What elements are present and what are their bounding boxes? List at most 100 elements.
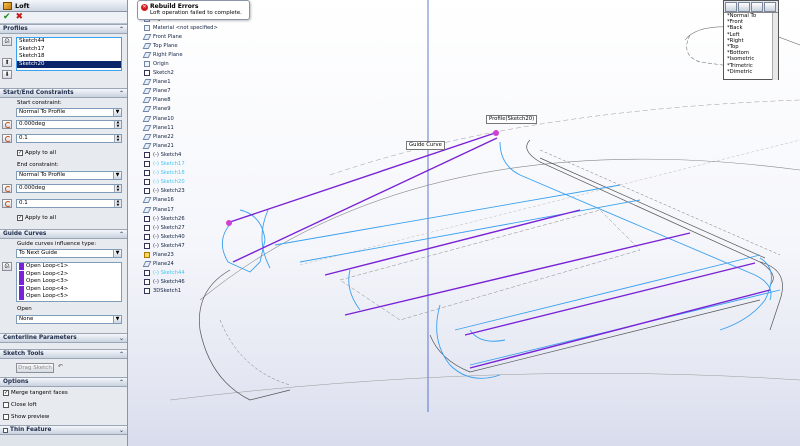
profile-list-item[interactable]: Sketch18	[19, 53, 45, 59]
tree-item[interactable]: (-) Sketch18	[144, 169, 254, 178]
tree-item[interactable]: Material <not specified>	[144, 23, 254, 32]
tree-item[interactable]: Plane7	[142, 87, 254, 96]
start-angle-field[interactable]: 0.000deg▲▼	[16, 120, 122, 129]
new-view-icon[interactable]	[738, 2, 750, 12]
group-start-end-header[interactable]: Start/End Constraints⌃	[0, 88, 127, 98]
group-options-header[interactable]: Options⌃	[0, 377, 127, 387]
move-up-button[interactable]: ⬆	[2, 58, 12, 67]
tree-item[interactable]: (-) Sketch20	[144, 178, 254, 187]
guide-list-item[interactable]: Open Loop<1>	[17, 263, 121, 271]
group-thin-feature-header[interactable]: Thin Feature⌄	[0, 425, 127, 435]
tree-item[interactable]: Plane22	[142, 132, 254, 141]
view-item[interactable]: *Dimetric	[727, 68, 753, 75]
cancel-button[interactable]: ✖	[15, 12, 24, 22]
spinner-icon[interactable]: ▲▼	[114, 120, 121, 128]
view-item[interactable]: *Isometric	[727, 56, 755, 63]
view-item[interactable]: *Top	[727, 44, 739, 51]
guide-influence-select[interactable]: To Next Guide▼	[16, 249, 122, 258]
tree-item[interactable]: Plane16	[142, 196, 254, 205]
tree-item[interactable]: (-) Sketch17	[144, 160, 254, 169]
ok-button[interactable]: ✔	[3, 12, 11, 22]
guide-list-item[interactable]: Open Loop<2>	[17, 271, 121, 279]
reverse-direction-icon[interactable]	[2, 120, 12, 129]
show-preview-checkbox[interactable]: Show preview	[3, 414, 49, 420]
group-guide-curves-header[interactable]: Guide Curves⌃	[0, 229, 127, 239]
group-profiles-header[interactable]: Profiles⌃	[0, 24, 127, 34]
end-constraint-select[interactable]: Normal To Profile▼	[16, 171, 122, 180]
guide-list-item[interactable]: Open Loop<5>	[17, 293, 121, 301]
apply-all-end-label: Apply to all	[25, 215, 56, 221]
guide-select-icon[interactable]: ᘏ	[2, 262, 12, 271]
graphics-area[interactable]: Guide Curve Profile(Sketch20)	[128, 0, 800, 446]
tree-item[interactable]: Plane8	[142, 96, 254, 105]
start-length-field[interactable]: 0.1▲▼	[16, 134, 122, 143]
drag-sketch-button[interactable]: Drag Sketch	[16, 363, 54, 373]
update-view-icon[interactable]	[751, 2, 763, 12]
reset-view-icon[interactable]	[764, 2, 776, 12]
tree-item[interactable]: Plane10	[142, 114, 254, 123]
view-item[interactable]: *Bottom	[727, 50, 750, 57]
guide-curves-listbox[interactable]: Open Loop<1>Open Loop<2>Open Loop<3>Open…	[16, 262, 122, 302]
open-select[interactable]: None▼	[16, 315, 122, 324]
guide-list-item[interactable]: Open Loop<4>	[17, 286, 121, 294]
sketch-icon	[144, 215, 150, 222]
profile-list-item[interactable]: Sketch17	[19, 45, 45, 52]
tree-item[interactable]: Plane23	[144, 250, 254, 259]
undo-icon[interactable]: ↶	[58, 363, 64, 370]
view-item[interactable]: *Front	[727, 19, 744, 26]
tree-item[interactable]: (-) Sketch26	[144, 214, 254, 223]
spinner-icon[interactable]: ▲▼	[114, 199, 121, 207]
end-angle-field[interactable]: 0.000deg▲▼	[16, 184, 122, 193]
tangent-length-icon[interactable]	[2, 134, 12, 143]
tree-item[interactable]: 3DSketch1	[144, 287, 254, 296]
apply-all-end-checkbox[interactable]: ✓Apply to all	[17, 215, 56, 221]
tree-item[interactable]: Top Plane	[142, 41, 254, 50]
tree-item[interactable]: Front Plane	[142, 32, 254, 41]
view-item[interactable]: *Left	[727, 31, 740, 38]
view-item[interactable]: *Trimetric	[727, 62, 753, 69]
tree-item[interactable]: (-) Sketch40	[144, 232, 254, 241]
profile-select-icon[interactable]: ᘏ	[2, 37, 12, 46]
tree-item[interactable]: (-) Sketch47	[144, 241, 254, 250]
tangent-length-icon[interactable]	[2, 199, 12, 208]
tree-item[interactable]: (-) Sketch46	[144, 278, 254, 287]
spinner-icon[interactable]: ▲▼	[114, 134, 121, 142]
group-sketch-tools-header[interactable]: Sketch Tools⌃	[0, 349, 127, 359]
tree-item[interactable]: Plane11	[142, 123, 254, 132]
tree-item[interactable]: Plane1	[142, 78, 254, 87]
guide-color-swatch	[19, 270, 24, 278]
tree-item[interactable]: Right Plane	[142, 50, 254, 59]
tree-item[interactable]: (-) Sketch27	[144, 223, 254, 232]
view-item[interactable]: *Normal To	[727, 13, 757, 19]
close-loft-checkbox[interactable]: Close loft	[3, 402, 37, 408]
view-item[interactable]: *Right	[727, 37, 744, 44]
tree-item[interactable]: Plane24	[142, 260, 254, 269]
profile-curve	[719, 257, 772, 331]
tree-item[interactable]: Sketch2	[144, 69, 254, 78]
reverse-direction-icon[interactable]	[2, 184, 12, 193]
merge-tangent-checkbox[interactable]: ✓Merge tangent faces	[3, 390, 68, 396]
apply-all-start-checkbox[interactable]: ✓Apply to all	[17, 150, 56, 156]
tree-item[interactable]: (-) Sketch23	[144, 187, 254, 196]
profile-list-item[interactable]: Sketch44	[19, 38, 45, 44]
move-down-button[interactable]: ⬇	[2, 70, 12, 79]
tree-item[interactable]: (-) Sketch4	[144, 150, 254, 159]
view-item[interactable]: *Back	[727, 25, 743, 32]
end-length-field[interactable]: 0.1▲▼	[16, 199, 122, 208]
guide-list-item[interactable]: Open Loop<3>	[17, 278, 121, 286]
view-scrollbar[interactable]	[772, 13, 778, 80]
start-constraint-select[interactable]: Normal To Profile▼	[16, 108, 122, 117]
checkbox-unchecked[interactable]	[3, 427, 8, 433]
pin-icon[interactable]	[725, 2, 737, 12]
tree-item[interactable]: (-) Sketch44	[144, 269, 254, 278]
spinner-icon[interactable]: ▲▼	[114, 184, 121, 192]
sketch-icon	[144, 279, 150, 286]
profile-list-item[interactable]: Sketch20	[17, 60, 121, 68]
tree-item[interactable]: Origin	[144, 59, 254, 68]
tree-item[interactable]: Plane21	[142, 141, 254, 150]
end-constraint-value: Normal To Profile	[19, 172, 66, 178]
tree-item[interactable]: Plane17	[142, 205, 254, 214]
group-centerline-header[interactable]: Centerline Parameters⌄	[0, 333, 127, 343]
tree-item[interactable]: Plane9	[142, 105, 254, 114]
